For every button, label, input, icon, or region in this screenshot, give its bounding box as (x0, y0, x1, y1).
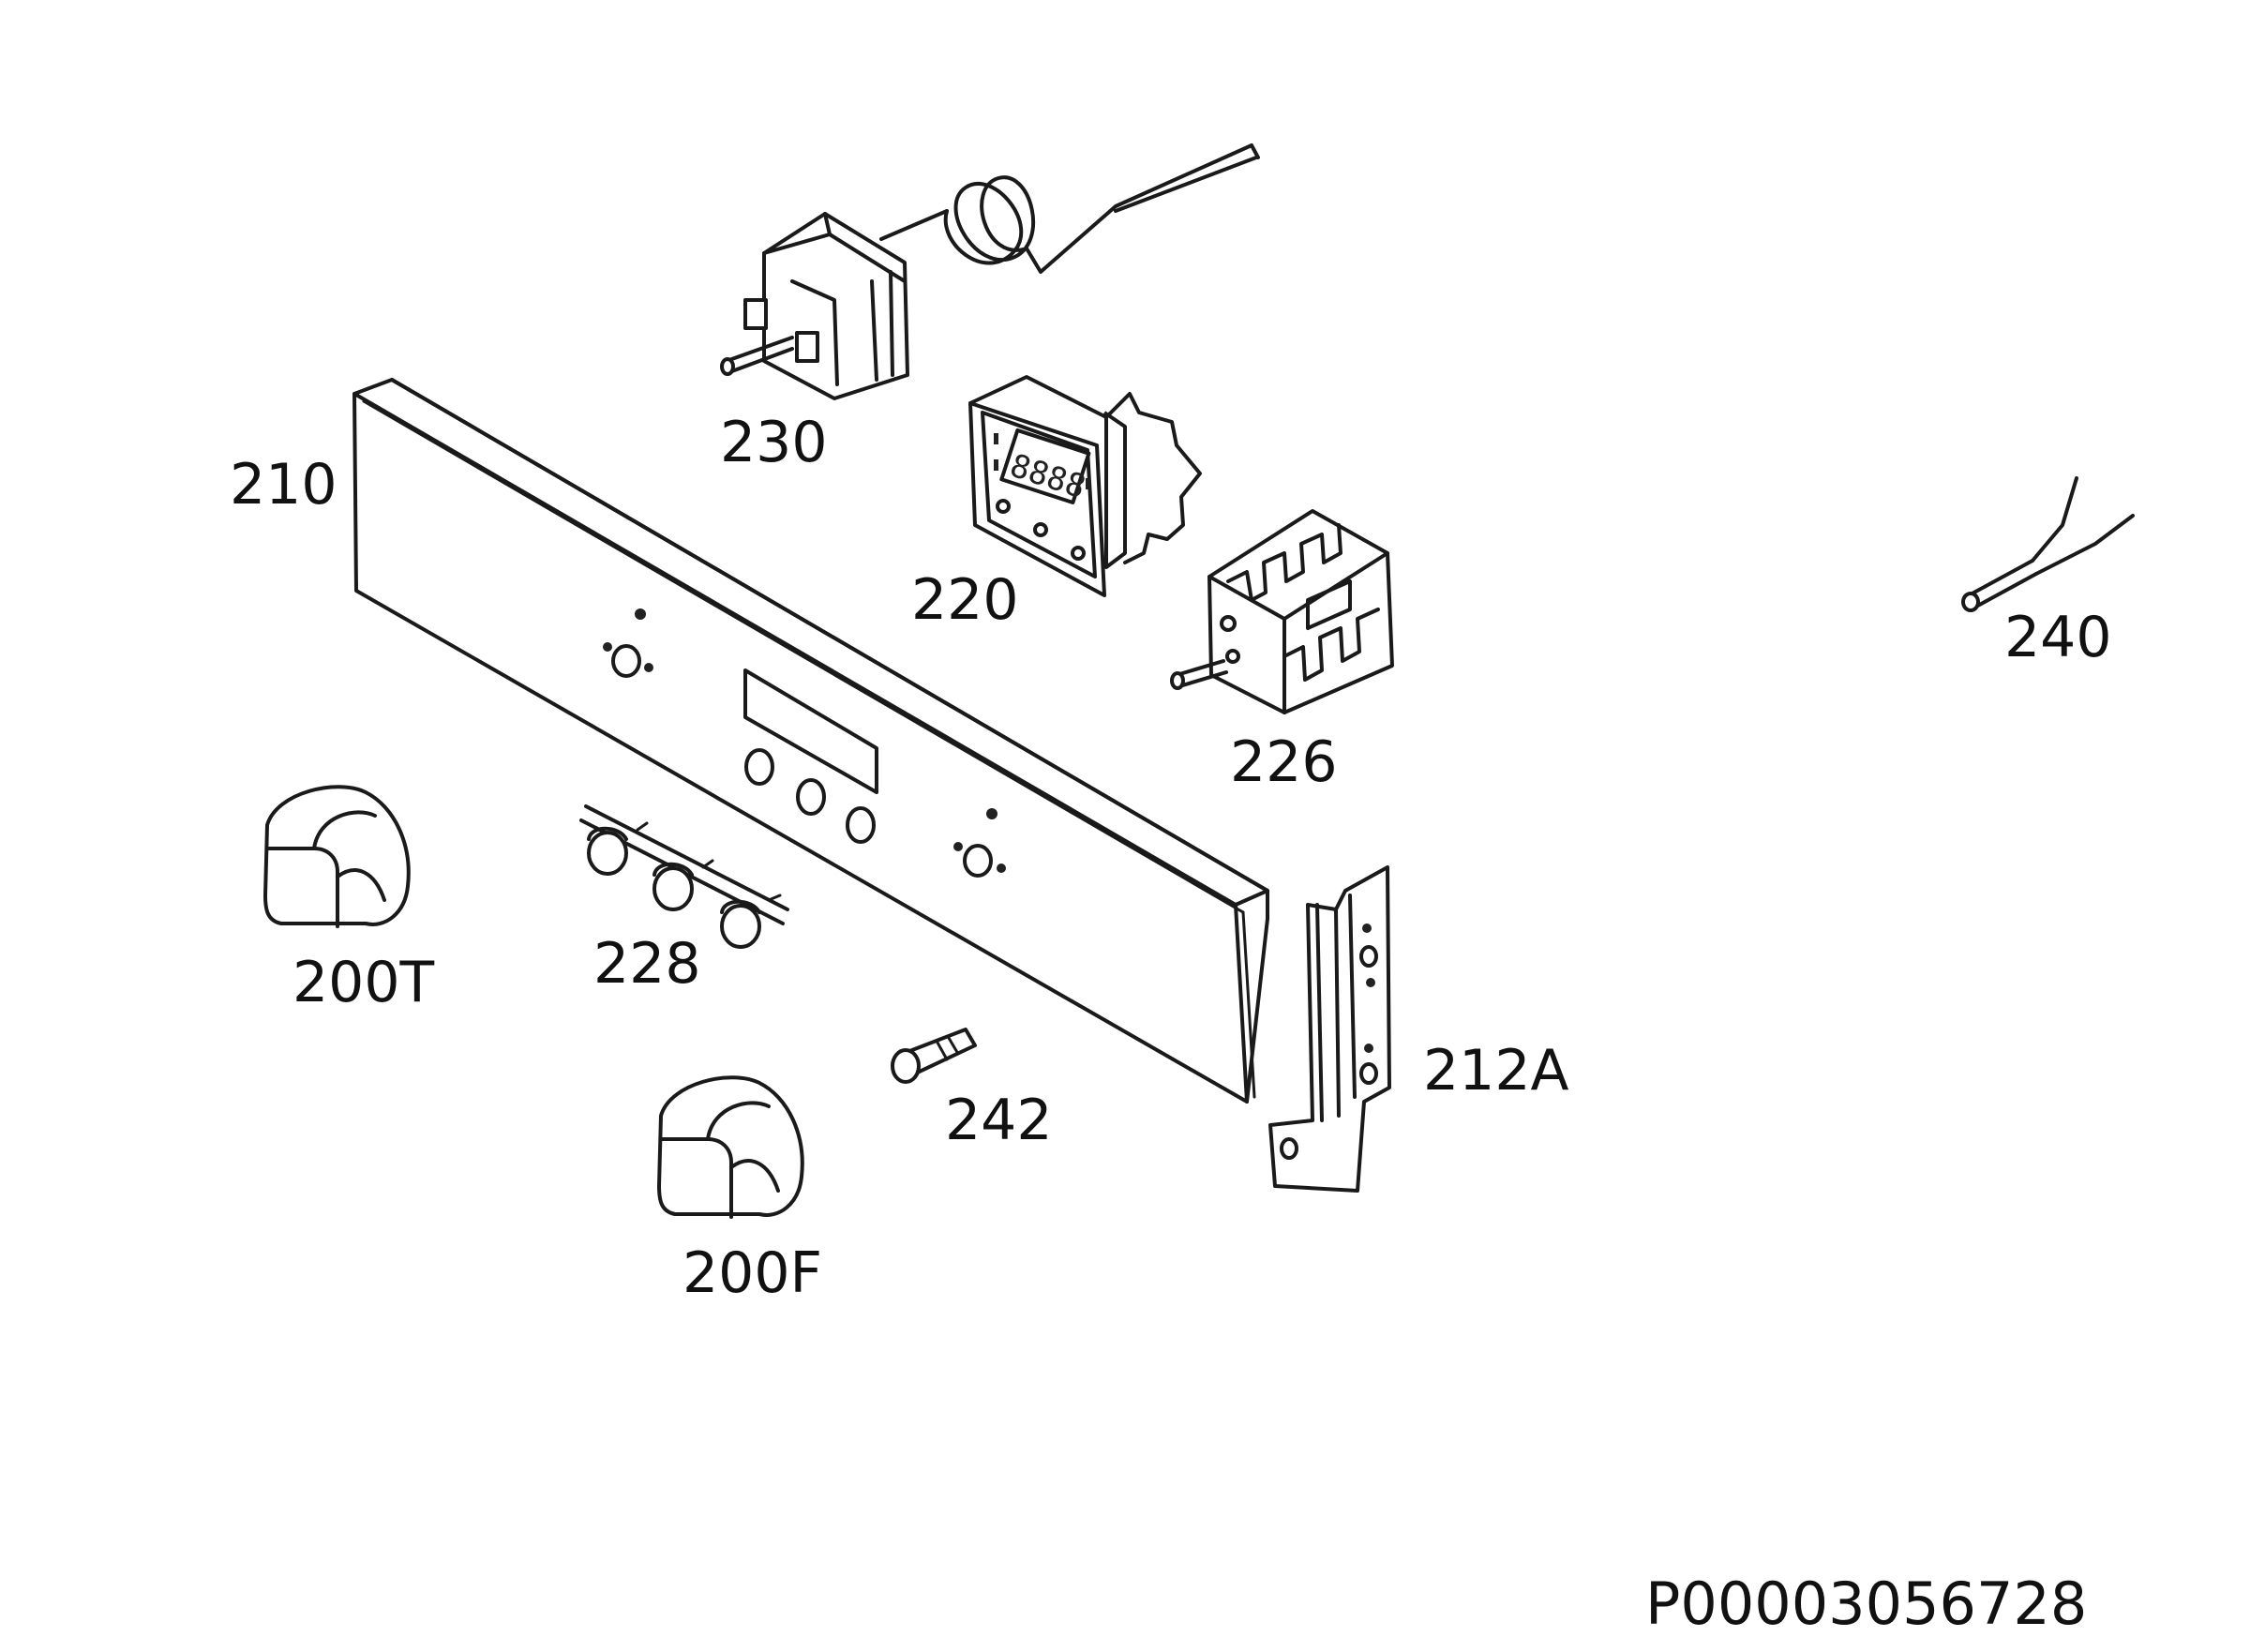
label-226: 226 (1230, 729, 1338, 795)
part-210-control-panel[interactable] (352, 378, 1269, 1104)
label-240: 240 (2004, 605, 2112, 670)
label-230: 230 (720, 410, 828, 475)
label-200T: 200T (292, 950, 435, 1015)
label-220: 220 (911, 567, 1019, 633)
part-240-temperature-sensor[interactable] (1961, 476, 2135, 612)
part-200T-knob[interactable] (263, 785, 411, 928)
label-242: 242 (945, 1088, 1053, 1153)
part-226-selector-switch[interactable] (1170, 509, 1394, 714)
part-200F-knob[interactable] (657, 1075, 804, 1219)
part-212A-side-bracket[interactable] (1268, 865, 1391, 1193)
diagram-code: P00003056728 (1645, 1569, 2087, 1638)
label-212A: 212A (1423, 1038, 1569, 1104)
part-220-timer-module[interactable]: 8888 (968, 375, 1202, 597)
label-210: 210 (230, 452, 338, 518)
part-242-indicator-lamp[interactable] (891, 1028, 977, 1084)
label-200F: 200F (682, 1240, 822, 1306)
part-230-thermostat[interactable] (720, 143, 1260, 400)
label-228: 228 (593, 931, 701, 997)
part-228-push-buttons[interactable] (579, 804, 789, 949)
